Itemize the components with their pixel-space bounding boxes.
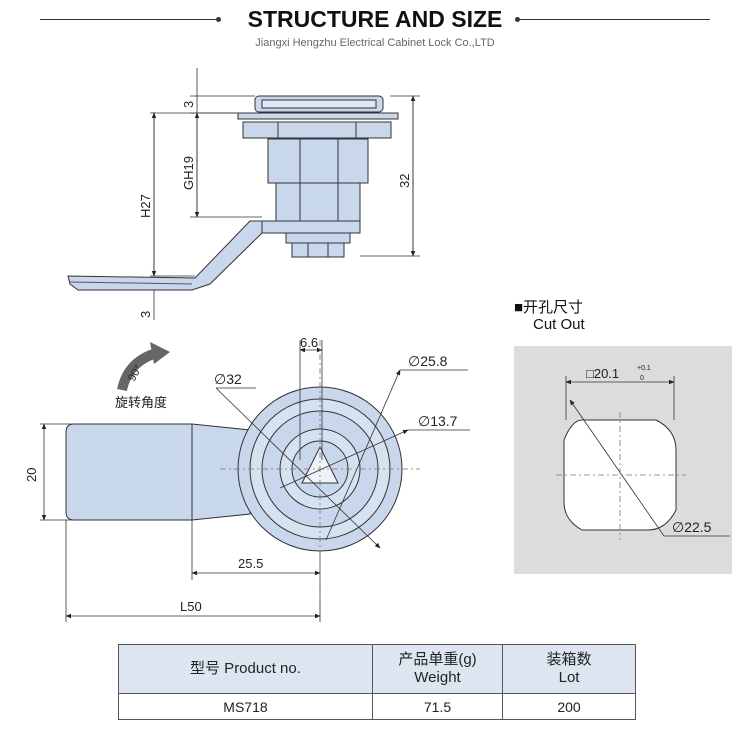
table-row: MS718 71.5 200 xyxy=(118,693,636,720)
side-view xyxy=(67,95,399,291)
dim-dia-32: ∅32 xyxy=(214,371,242,387)
header-product-no: 型号 Product no. xyxy=(118,644,373,694)
dim-25-5: 25.5 xyxy=(238,556,263,571)
rotation-label: 旋转角度 xyxy=(115,395,168,410)
bolt-nut xyxy=(291,242,345,258)
dim-h27: H27 xyxy=(138,194,153,218)
dim-l50: L50 xyxy=(180,599,202,614)
dim-bottom-3: 3 xyxy=(138,311,153,318)
table-header-row: 型号 Product no. 产品单重(g) Weight 装箱数 Lot xyxy=(118,644,636,694)
dim-dia-25-8: ∅25.8 xyxy=(408,353,448,369)
dim-6-6: 6.6 xyxy=(300,335,318,350)
header-weight: 产品单重(g) Weight xyxy=(371,644,504,694)
cam-arm xyxy=(67,220,263,291)
dim-20: 20 xyxy=(24,468,39,482)
hex-nut xyxy=(242,121,392,139)
dim-dia-13-7: ∅13.7 xyxy=(418,413,458,429)
cutout-tol-upper: +0.1 xyxy=(637,365,651,372)
dim-32: 32 xyxy=(397,174,412,188)
front-view xyxy=(65,386,403,552)
cutout-tol-lower: 0 xyxy=(640,375,644,382)
cell-product-no: MS718 xyxy=(118,693,373,720)
cell-weight: 71.5 xyxy=(371,693,504,720)
dim-top-3: 3 xyxy=(181,101,196,108)
cutout-square-dim: □20.1 xyxy=(586,366,619,381)
header-rule-left xyxy=(40,19,216,20)
lock-body-lower xyxy=(275,182,361,222)
rotation-arrow-icon xyxy=(117,342,170,392)
side-view-dimensions xyxy=(150,68,420,320)
header-lot: 装箱数 Lot xyxy=(502,644,636,694)
cutout-title-en: Cut Out xyxy=(533,316,585,333)
lock-cap-ring xyxy=(261,99,377,109)
header-dot-left xyxy=(216,17,221,22)
dim-gh19: GH19 xyxy=(181,156,196,190)
front-view-dimensions xyxy=(40,340,470,622)
company-name: Jiangxi Hengzhu Electrical Cabinet Lock … xyxy=(255,37,495,49)
cell-lot: 200 xyxy=(502,693,636,720)
spec-table: 型号 Product no. 产品单重(g) Weight 装箱数 Lot MS… xyxy=(118,644,636,720)
cam-handle xyxy=(65,423,251,521)
header: STRUCTURE AND SIZE Jiangxi Hengzhu Elect… xyxy=(0,0,750,60)
cutout-title-cn: ■开孔尺寸 xyxy=(514,299,584,316)
cutout-dia: ∅22.5 xyxy=(672,519,712,535)
page-title: STRUCTURE AND SIZE xyxy=(247,6,503,32)
header-rule-right xyxy=(520,19,710,20)
cutout-shape xyxy=(563,419,677,531)
header-dot-right xyxy=(515,17,520,22)
flange-plate xyxy=(237,112,399,120)
